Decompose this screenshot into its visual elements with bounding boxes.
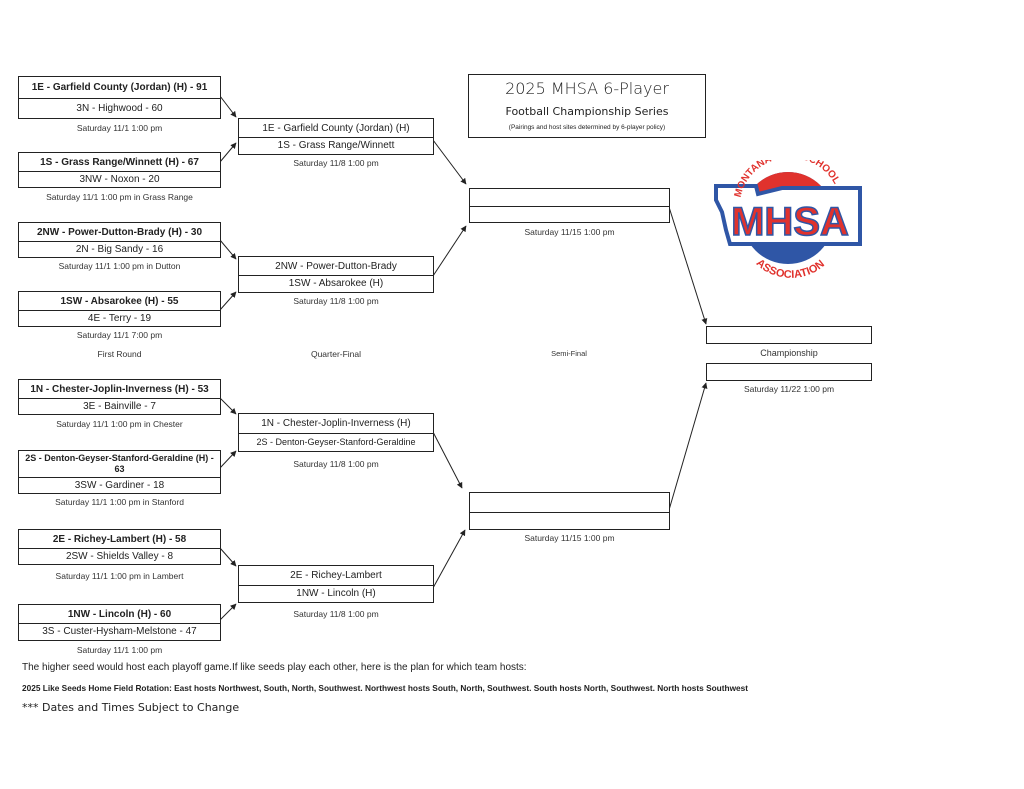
first-round-match-6: 2S - Denton-Geyser-Stanford-Geraldine (H… bbox=[18, 450, 221, 494]
match-bottom-team: 3E - Bainville - 7 bbox=[83, 400, 156, 412]
first-round-match-3: 2NW - Power-Dutton-Brady (H) - 30 2N - B… bbox=[18, 222, 221, 258]
first-round-match-7: 2E - Richey-Lambert (H) - 58 2SW - Shiel… bbox=[18, 529, 221, 565]
match-bottom-team: 3SW - Gardiner - 18 bbox=[74, 479, 165, 491]
match-top-team: 2E - Richey-Lambert bbox=[239, 566, 433, 586]
match-top-team bbox=[470, 189, 669, 207]
match-caption: Saturday 11/1 1:00 pm bbox=[76, 123, 163, 133]
match-top-team bbox=[707, 327, 871, 343]
match-caption: Saturday 11/15 1:00 pm bbox=[524, 227, 615, 237]
label-first-round: First Round bbox=[97, 349, 142, 359]
match-caption: Saturday 11/15 1:00 pm bbox=[524, 533, 615, 543]
match-caption: Saturday 11/1 1:00 pm in Stanford bbox=[55, 497, 184, 507]
title-box: 2025 MHSA 6-Player Football Championship… bbox=[468, 74, 706, 138]
footer-rotation: 2025 Like Seeds Home Field Rotation: Eas… bbox=[22, 683, 749, 693]
match-caption: Saturday 11/1 1:00 pm in Lambert bbox=[55, 571, 184, 581]
match-bottom-team: 3N - Highwood - 60 bbox=[76, 102, 163, 114]
mhsa-logo-graphic: MHSA MONTANA HIGH SCHOOL ASSOCIATION bbox=[714, 150, 862, 281]
match-caption: Saturday 11/1 1:00 pm bbox=[76, 645, 163, 655]
footer-disclaimer: *** Dates and Times Subject to Change bbox=[22, 701, 240, 714]
match-top-team: 1E - Garfield County (Jordan) (H) - 91 bbox=[19, 77, 220, 99]
semi-final-match-2 bbox=[469, 492, 670, 530]
match-caption: Saturday 11/8 1:00 pm bbox=[293, 609, 379, 619]
match-caption: Saturday 11/8 1:00 pm bbox=[293, 296, 379, 306]
match-caption: Saturday 11/1 1:00 pm in Grass Range bbox=[46, 192, 193, 202]
title-line2: Football Championship Series bbox=[505, 105, 669, 118]
match-bottom-team: 1NW - Lincoln (H) bbox=[296, 588, 376, 599]
match-top-team: 1N - Chester-Joplin-Inverness (H) bbox=[239, 414, 433, 434]
match-bottom-team: 1S - Grass Range/Winnett bbox=[277, 140, 395, 151]
match-top-team: 2NW - Power-Dutton-Brady bbox=[239, 257, 433, 276]
match-caption: Saturday 11/8 1:00 pm bbox=[293, 459, 379, 469]
match-top-team: 2S - Denton-Geyser-Stanford-Geraldine (H… bbox=[19, 451, 220, 478]
quarter-final-match-4: 2E - Richey-Lambert 1NW - Lincoln (H) bbox=[238, 565, 434, 603]
match-bottom-team: 2SW - Shields Valley - 8 bbox=[65, 550, 174, 562]
first-round-match-1: 1E - Garfield County (Jordan) (H) - 91 3… bbox=[18, 76, 221, 119]
match-bottom-team: 4E - Terry - 19 bbox=[87, 312, 152, 324]
label-championship: Championship bbox=[760, 348, 818, 358]
mhsa-logo: MHSA MONTANA HIGH SCHOOL ASSOCIATION bbox=[712, 150, 864, 282]
championship-top-slot bbox=[706, 326, 872, 344]
match-top-team: 2NW - Power-Dutton-Brady (H) - 30 bbox=[19, 223, 220, 242]
first-round-match-8: 1NW - Lincoln (H) - 60 3S - Custer-Hysha… bbox=[18, 604, 221, 641]
first-round-match-2: 1S - Grass Range/Winnett (H) - 67 3NW - … bbox=[18, 152, 221, 188]
quarter-final-match-3: 1N - Chester-Joplin-Inverness (H) 2S - D… bbox=[238, 413, 434, 452]
quarter-final-match-1: 1E - Garfield County (Jordan) (H) 1S - G… bbox=[238, 118, 434, 155]
first-round-match-4: 1SW - Absarokee (H) - 55 4E - Terry - 19 bbox=[18, 291, 221, 327]
match-caption: Saturday 11/1 7:00 pm bbox=[76, 330, 163, 340]
match-bottom-team bbox=[470, 206, 669, 222]
championship-bottom-slot bbox=[706, 363, 872, 381]
match-caption: Saturday 11/1 1:00 pm in Chester bbox=[56, 419, 183, 429]
semi-final-match-1 bbox=[469, 188, 670, 223]
match-top-team: 2E - Richey-Lambert (H) - 58 bbox=[19, 530, 220, 549]
match-caption: Saturday 11/8 1:00 pm bbox=[293, 158, 379, 168]
title-line3: (Pairings and host sites determined by 6… bbox=[508, 124, 666, 131]
match-caption: Saturday 11/22 1:00 pm bbox=[743, 384, 835, 394]
match-bottom-team: 3S - Custer-Hysham-Melstone - 47 bbox=[42, 626, 197, 637]
match-top-team bbox=[470, 493, 669, 513]
match-top-team: 1NW - Lincoln (H) - 60 bbox=[19, 605, 220, 624]
match-caption: Saturday 11/1 1:00 pm in Dutton bbox=[58, 261, 181, 271]
quarter-final-match-2: 2NW - Power-Dutton-Brady 1SW - Absarokee… bbox=[238, 256, 434, 293]
match-bottom-team bbox=[470, 512, 669, 529]
match-bottom-team: 1SW - Absarokee (H) bbox=[288, 278, 384, 289]
match-top-team: 1N - Chester-Joplin-Inverness (H) - 53 bbox=[19, 380, 220, 399]
match-top-team: 1E - Garfield County (Jordan) (H) bbox=[239, 119, 433, 138]
match-bottom-team bbox=[707, 364, 871, 380]
match-top-team: 1SW - Absarokee (H) - 55 bbox=[19, 292, 220, 311]
first-round-match-5: 1N - Chester-Joplin-Inverness (H) - 53 3… bbox=[18, 379, 221, 415]
title-line1: 2025 MHSA 6-Player bbox=[505, 79, 669, 98]
match-bottom-team: 3NW - Noxon - 20 bbox=[79, 173, 160, 185]
label-semi-final: Semi-Final bbox=[551, 349, 587, 358]
match-top-team: 1S - Grass Range/Winnett (H) - 67 bbox=[19, 153, 220, 172]
footer-note: The higher seed would host each playoff … bbox=[22, 662, 527, 673]
label-quarter-final: Quarter-Final bbox=[310, 349, 362, 359]
match-bottom-team: 2S - Denton-Geyser-Stanford-Geraldine bbox=[256, 436, 416, 447]
logo-main-text: MHSA bbox=[731, 200, 849, 244]
match-bottom-team: 2N - Big Sandy - 16 bbox=[75, 243, 164, 255]
